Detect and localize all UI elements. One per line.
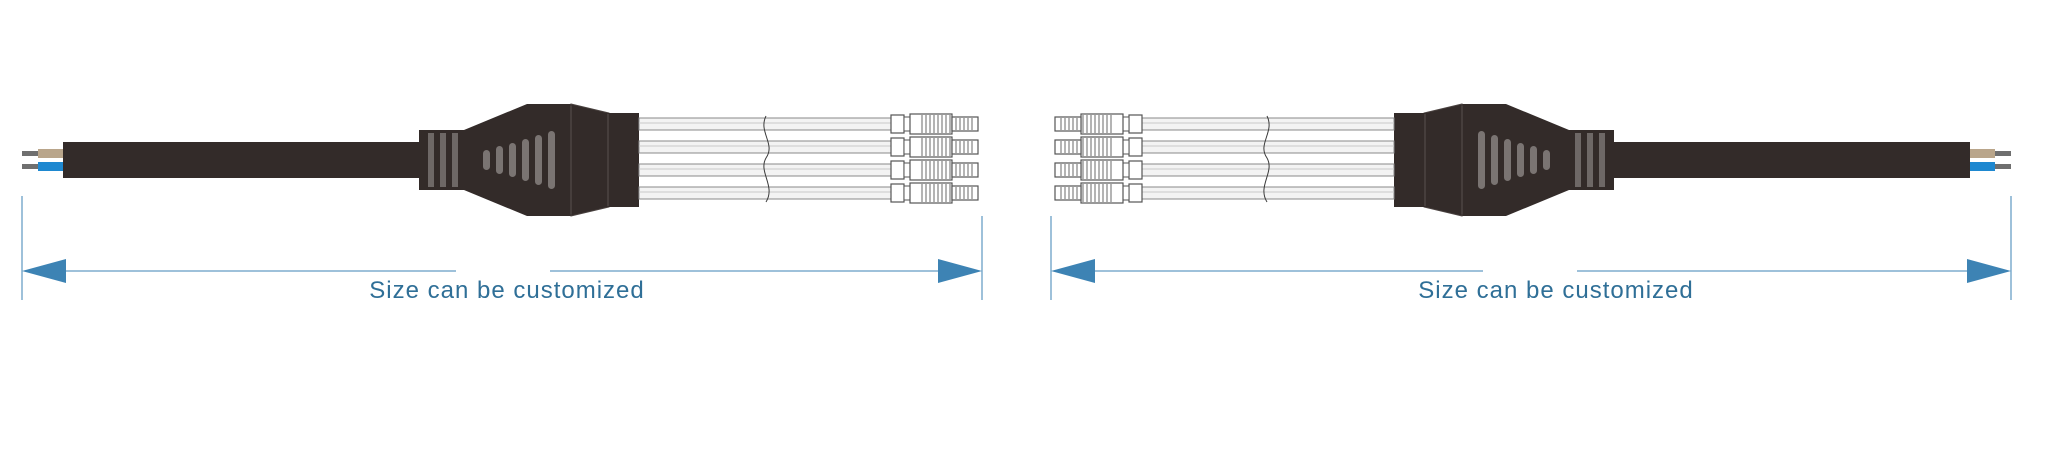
connector-body: [890, 160, 905, 180]
connector-body: [890, 183, 905, 203]
strain-relief-groove: [440, 133, 446, 187]
wire-blue: [38, 162, 64, 171]
grip-ridge: [1530, 146, 1537, 174]
connector-body: [890, 137, 905, 157]
wire-end-gray: [1995, 151, 2011, 156]
connector-collar: [903, 139, 911, 155]
dimension-arrow-left: [1967, 259, 2011, 283]
grip-ridge: [509, 143, 516, 177]
strain-relief-groove: [452, 133, 458, 187]
wire-blue: [1969, 162, 1995, 171]
wire-end-gray: [22, 164, 38, 169]
main-cable: [1612, 142, 1970, 178]
wire-tan: [1969, 149, 1995, 158]
splitter-body: [1460, 104, 1569, 216]
wire-end-gray: [22, 151, 38, 156]
length-break-mark: [1263, 115, 1270, 203]
branch-cable: [638, 186, 892, 200]
right-cable-assembly: [1050, 103, 2012, 300]
splitter-body: [464, 104, 573, 216]
dimension-arrow-right: [938, 259, 982, 283]
strain-relief-groove: [1575, 133, 1581, 187]
branch-cable: [1141, 140, 1395, 154]
branch-connector: [890, 136, 979, 158]
strain-relief-groove: [1599, 133, 1605, 187]
branch-connector: [890, 182, 979, 204]
branch-cable: [638, 140, 892, 154]
connector-collar: [1122, 116, 1130, 132]
connector-collar: [1122, 162, 1130, 178]
grip-ridge: [1504, 139, 1511, 181]
splitter-neck: [1423, 103, 1463, 217]
main-cable: [63, 142, 421, 178]
splitter-outlet: [608, 113, 639, 207]
grip-ridge: [483, 150, 490, 170]
splitter-neck: [570, 103, 610, 217]
strain-relief-groove: [428, 133, 434, 187]
wire-end-gray: [1995, 164, 2011, 169]
wire-tan: [38, 149, 64, 158]
strain-relief-groove: [1587, 133, 1593, 187]
dimension-arrow-right: [1051, 259, 1095, 283]
branch-connector: [890, 159, 979, 181]
connector-collar: [903, 162, 911, 178]
dimension-arrow-left: [22, 259, 66, 283]
connector-body: [1128, 160, 1143, 180]
branch-connector: [1054, 113, 1143, 135]
grip-ridge: [1543, 150, 1550, 170]
connector-collar: [1122, 139, 1130, 155]
connector-collar: [903, 116, 911, 132]
branch-connector: [1054, 159, 1143, 181]
connector-body: [890, 114, 905, 134]
branch-connector: [1054, 182, 1143, 204]
left-dimension-label: Size can be customized: [369, 277, 645, 304]
length-break-mark: [763, 115, 770, 203]
connector-body: [1128, 183, 1143, 203]
connector-collar: [1122, 185, 1130, 201]
grip-ridge: [548, 131, 555, 189]
grip-ridge: [496, 146, 503, 174]
grip-ridge: [1478, 131, 1485, 189]
connector-body: [1128, 137, 1143, 157]
left-cable-assembly: [21, 103, 983, 300]
branch-connector: [1054, 136, 1143, 158]
branch-connector: [890, 113, 979, 135]
grip-ridge: [1491, 135, 1498, 185]
connector-body: [1128, 114, 1143, 134]
grip-ridge: [1517, 143, 1524, 177]
branch-cable: [1141, 186, 1395, 200]
connector-collar: [903, 185, 911, 201]
splitter-outlet: [1394, 113, 1425, 207]
grip-ridge: [535, 135, 542, 185]
right-dimension-label: Size can be customized: [1418, 277, 1694, 304]
grip-ridge: [522, 139, 529, 181]
